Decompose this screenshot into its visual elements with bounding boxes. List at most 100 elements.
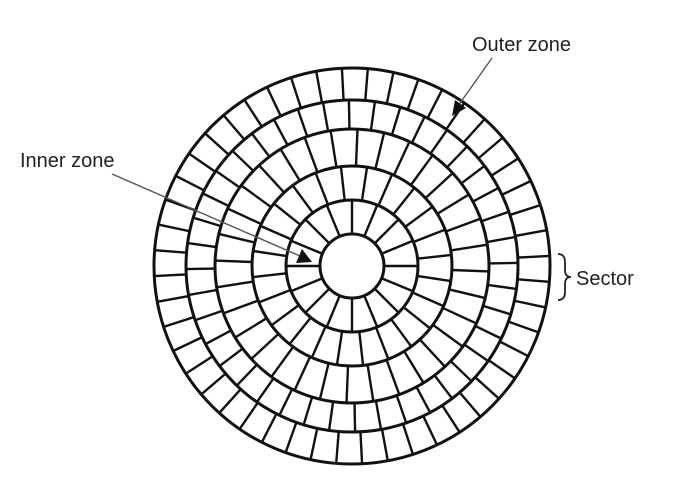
sector-divider [265, 86, 282, 117]
sector-divider [354, 129, 359, 167]
sector-divider [507, 320, 539, 334]
sector-divider [373, 287, 400, 314]
sector-divider [325, 204, 341, 237]
sector-divider [446, 145, 469, 169]
sector-divider [154, 248, 187, 254]
sector-divider [422, 415, 439, 446]
sector-divider [321, 102, 330, 132]
sector-divider [185, 355, 214, 375]
sector-divider [296, 108, 309, 137]
sector-divider [360, 166, 369, 201]
sector-divider [417, 253, 452, 260]
sector-divider [255, 377, 275, 403]
sector-divider [327, 401, 335, 431]
sector-divider [250, 332, 280, 360]
sector-divider [290, 239, 323, 255]
sector-divider [363, 204, 379, 237]
sector-divider [347, 100, 351, 130]
sector-divider [409, 154, 434, 186]
sector-divider [463, 343, 489, 363]
sector-divider [514, 299, 546, 309]
disk-platter [152, 66, 552, 466]
sector-divider [374, 132, 386, 170]
sector-divider [218, 347, 244, 368]
sector-divider [381, 277, 414, 293]
sector-divider [374, 327, 390, 360]
inner-zone-arrowhead [296, 249, 312, 263]
sector-divider [303, 137, 319, 173]
sector-divider [289, 77, 303, 109]
sector-divider [451, 268, 489, 273]
sector-divider [334, 431, 340, 464]
sector-divider [429, 129, 449, 155]
sector-divider [418, 338, 446, 368]
sector-divider [243, 99, 263, 128]
sector-divider [154, 273, 187, 278]
sector-divider [252, 249, 287, 258]
sector-divider [218, 388, 242, 414]
sector-divider [385, 359, 401, 395]
sector-divider [235, 363, 258, 387]
sector-divider [424, 172, 454, 200]
sector-divider [252, 272, 287, 279]
sector-divider [401, 423, 415, 455]
inner-zone-label: Inner zone [20, 150, 115, 172]
zone-boundary-ring [250, 164, 454, 368]
sector-divider [227, 207, 262, 226]
outer-zone-arrowhead [452, 100, 466, 116]
sector-divider [216, 280, 254, 289]
sector-divider [390, 106, 402, 136]
sector-divider [293, 356, 312, 391]
sector-divider [172, 336, 203, 353]
sector-divider [458, 391, 482, 418]
sector-divider [359, 431, 364, 464]
sector-divider [335, 331, 344, 366]
sector-brace [557, 253, 572, 301]
sector-divider [403, 350, 425, 384]
sector-divider [188, 288, 218, 297]
sector-divider [364, 68, 370, 101]
sector-divider [302, 396, 314, 426]
sector-divider [395, 395, 408, 424]
sector-divider [314, 172, 330, 205]
sector-divider [259, 224, 293, 241]
sector-divider [390, 318, 413, 348]
sector-divider [192, 216, 222, 228]
sector-divider [234, 317, 268, 339]
sector-divider [488, 261, 518, 265]
sector-divider [258, 164, 286, 194]
sector-divider [345, 365, 350, 403]
sector-divider [460, 164, 486, 185]
sector-divider [404, 205, 434, 228]
inner-zone-arrow-line [111, 173, 301, 257]
sector-divider [290, 277, 323, 293]
sector-divider [490, 157, 519, 177]
sector-divider [509, 203, 541, 217]
sector-divider [402, 306, 431, 330]
sector-divider [374, 400, 383, 430]
sector-divider [410, 116, 426, 144]
zone-boundary-ring [213, 127, 491, 405]
sector-divider [315, 71, 324, 103]
sector-divider [175, 174, 205, 192]
sector-divider [339, 166, 346, 201]
sector-divider [436, 193, 470, 215]
sector-divider [273, 202, 302, 226]
sector-divider [163, 315, 195, 329]
sector-divider [318, 362, 330, 400]
sector-divider [517, 278, 550, 284]
sector-divider [279, 148, 301, 182]
sector-divider [329, 130, 338, 168]
sector-divider [417, 274, 452, 283]
sector-divider [474, 324, 502, 340]
sector-divider [240, 184, 272, 209]
sector-divider [325, 295, 341, 328]
sector-divider [381, 239, 414, 255]
sector-divider [158, 223, 190, 233]
outer-zone-arrow-line [457, 57, 493, 107]
disk-hub-circle [318, 232, 386, 300]
sector-divider [250, 132, 271, 158]
sector-divider [441, 404, 461, 433]
sector-divider [304, 287, 331, 314]
